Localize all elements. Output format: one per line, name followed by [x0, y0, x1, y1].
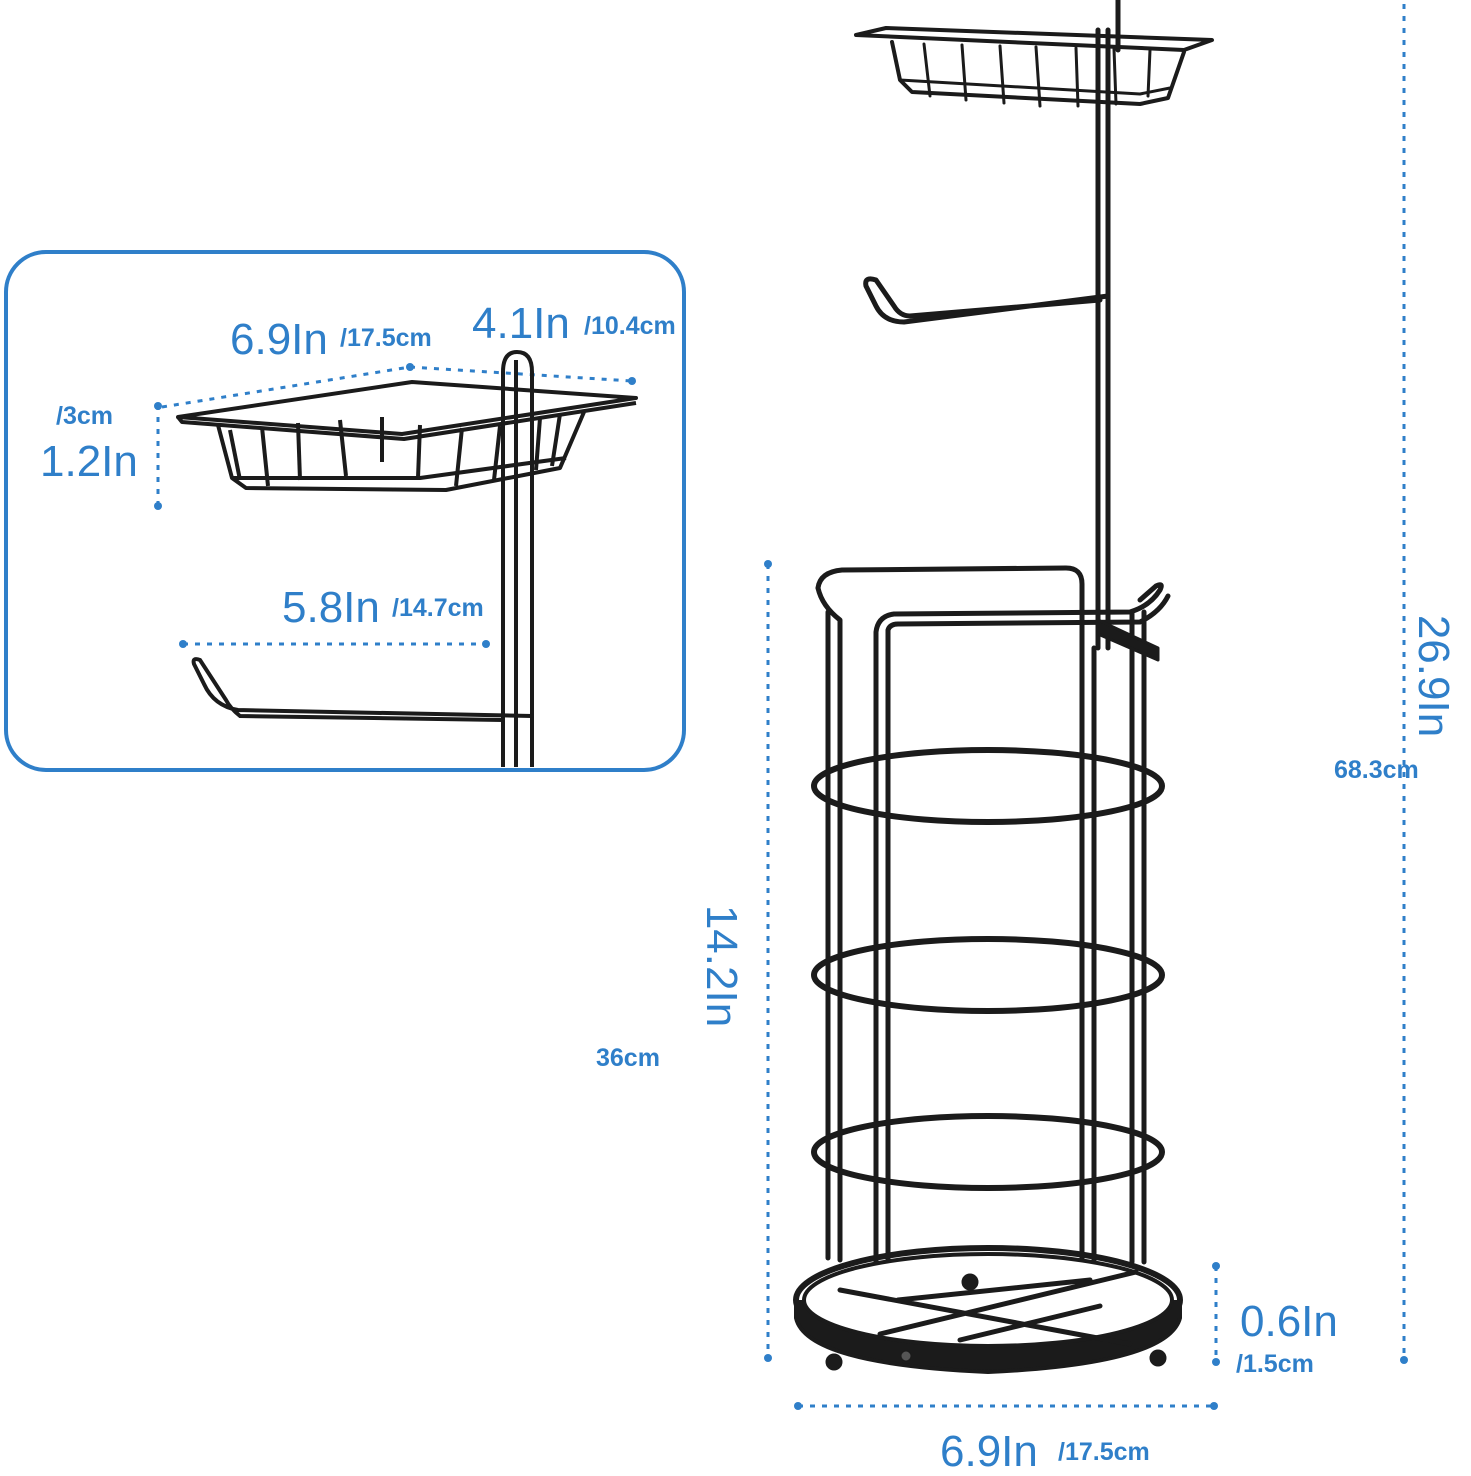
body-height-in-label: 14.2In: [697, 904, 747, 1028]
total-height-in-label: 26.9In: [1409, 614, 1459, 738]
base-height-cm-label: /1.5cm: [1236, 1350, 1314, 1378]
tray-depth-in-label: 4.1In: [472, 299, 570, 348]
inset-paper-arm: [191, 657, 534, 722]
main-guides: [766, 4, 1406, 1408]
body-height-cm-label: 36cm: [596, 1044, 660, 1072]
base-width-cm-label: /17.5cm: [1058, 1438, 1150, 1466]
arm-length-cm-label: /14.7cm: [392, 594, 484, 622]
inset-guides: [156, 365, 633, 646]
tray-height-in-label: 1.2In: [40, 437, 138, 486]
base-width-in-label: 6.9In: [940, 1427, 1038, 1476]
inset-panel: [4, 250, 686, 772]
main-product: [793, 0, 1214, 1374]
arm-length-in-label: 5.8In: [282, 583, 380, 632]
tray-width-cm-label: /17.5cm: [340, 324, 432, 352]
inset-soap-tray: [176, 350, 638, 767]
base-height-in-label: 0.6In: [1240, 1297, 1338, 1346]
inset-border: [4, 250, 686, 772]
tray-width-in-label: 6.9In: [230, 315, 328, 364]
tray-height-cm-label: /3cm: [56, 402, 113, 430]
total-height-cm-label: 68.3cm: [1334, 756, 1419, 784]
tray-depth-cm-label: /10.4cm: [584, 312, 676, 340]
